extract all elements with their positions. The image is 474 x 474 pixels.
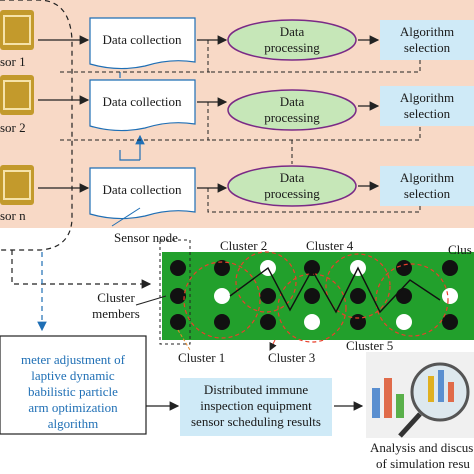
analysis-illustration — [366, 352, 474, 438]
sensor-label-n: sor n — [0, 208, 26, 223]
grid-nodes — [170, 260, 458, 330]
cluster-5-ring — [375, 263, 449, 337]
sensor-node-pointer — [111, 207, 141, 227]
routing-path — [229, 266, 441, 314]
cluster-4-label: Cluster 4 — [306, 238, 354, 253]
processing-label-1b: processing — [264, 40, 320, 55]
parameter-text-1: meter adjustment of — [21, 352, 125, 367]
parameter-text-4: arm optimization — [28, 400, 118, 415]
processing-ellipse-2 — [227, 89, 357, 131]
results-text-2: inspection equipment — [200, 398, 312, 413]
sensor-icon-1 — [0, 10, 34, 50]
processing-label-3a: Data — [279, 170, 305, 185]
algorithm-box-3 — [380, 166, 474, 206]
dashed-connector-2 — [207, 102, 421, 141]
sensor-label-1: sor 1 — [0, 54, 26, 69]
parameter-box — [0, 335, 147, 435]
cluster-3-label: Cluster 3 — [268, 350, 316, 365]
processing-label-3b: processing — [264, 186, 320, 201]
dashed-path-to-grid — [11, 250, 152, 289]
analysis-text-1: Analysis and discus — [370, 440, 474, 455]
processing-label-2a: Data — [279, 94, 305, 109]
dashed-connector-1 — [207, 40, 421, 73]
results-box — [180, 378, 332, 436]
algorithm-box-2 — [380, 86, 474, 126]
algorithm-label-2b: selection — [403, 106, 451, 121]
analysis-text-2: of simulation resu — [376, 456, 470, 471]
collection-box-3 — [89, 167, 196, 220]
results-text-1: Distributed immune — [203, 382, 309, 397]
feedback-line-3 — [119, 150, 140, 161]
algorithm-label-3a: Algorithm — [399, 170, 455, 185]
collection-box-1 — [89, 17, 196, 70]
algorithm-label-3b: selection — [403, 186, 451, 201]
sensor-label-2: sor 2 — [0, 120, 26, 135]
algorithm-label-2a: Algorithm — [399, 90, 455, 105]
sensor-node-label: Sensor node — [114, 230, 178, 245]
processing-label-2b: processing — [264, 110, 320, 125]
dashed-connector-4 — [207, 188, 421, 213]
parameter-text-3: babilistic particle — [28, 384, 118, 399]
cluster-5-label: Cluster 5 — [346, 338, 394, 353]
collection-box-2 — [89, 79, 196, 132]
parameter-text-2: laptive dynamic — [31, 368, 115, 383]
cluster-1-pointer — [177, 329, 191, 351]
algorithm-label-1a: Algorithm — [399, 24, 455, 39]
cluster-2-ring — [235, 251, 297, 313]
cluster-members-pointer — [135, 295, 167, 306]
cluster-2-label: Cluster 2 — [220, 238, 268, 253]
results-text-3: sensor scheduling results — [191, 414, 321, 429]
cluster-members-label-2: members — [92, 306, 140, 321]
sensor-icon-2 — [0, 75, 34, 115]
parameter-text-5: algorithm — [47, 416, 99, 431]
cluster-3-ring — [277, 273, 347, 343]
algorithm-label-1b: selection — [403, 40, 451, 55]
algorithm-box-1 — [380, 20, 474, 60]
cluster-members-label-1: Cluster — [97, 290, 135, 305]
collection-label-3: Data collection — [102, 182, 182, 197]
sensor-node-highlight — [159, 239, 191, 345]
cluster-4-ring — [325, 253, 391, 319]
cluster-1-label: Cluster 1 — [178, 350, 226, 365]
cluster-3-pointer — [269, 339, 277, 351]
processing-label-1a: Data — [279, 24, 305, 39]
collection-label-2: Data collection — [102, 94, 182, 109]
processing-ellipse-1 — [227, 19, 357, 61]
collection-label-1: Data collection — [102, 32, 182, 47]
processing-ellipse-3 — [227, 165, 357, 207]
sensor-icon-n — [0, 165, 34, 205]
cluster-1-ring — [183, 261, 261, 339]
cluster-partial-label: Clus — [448, 242, 472, 257]
